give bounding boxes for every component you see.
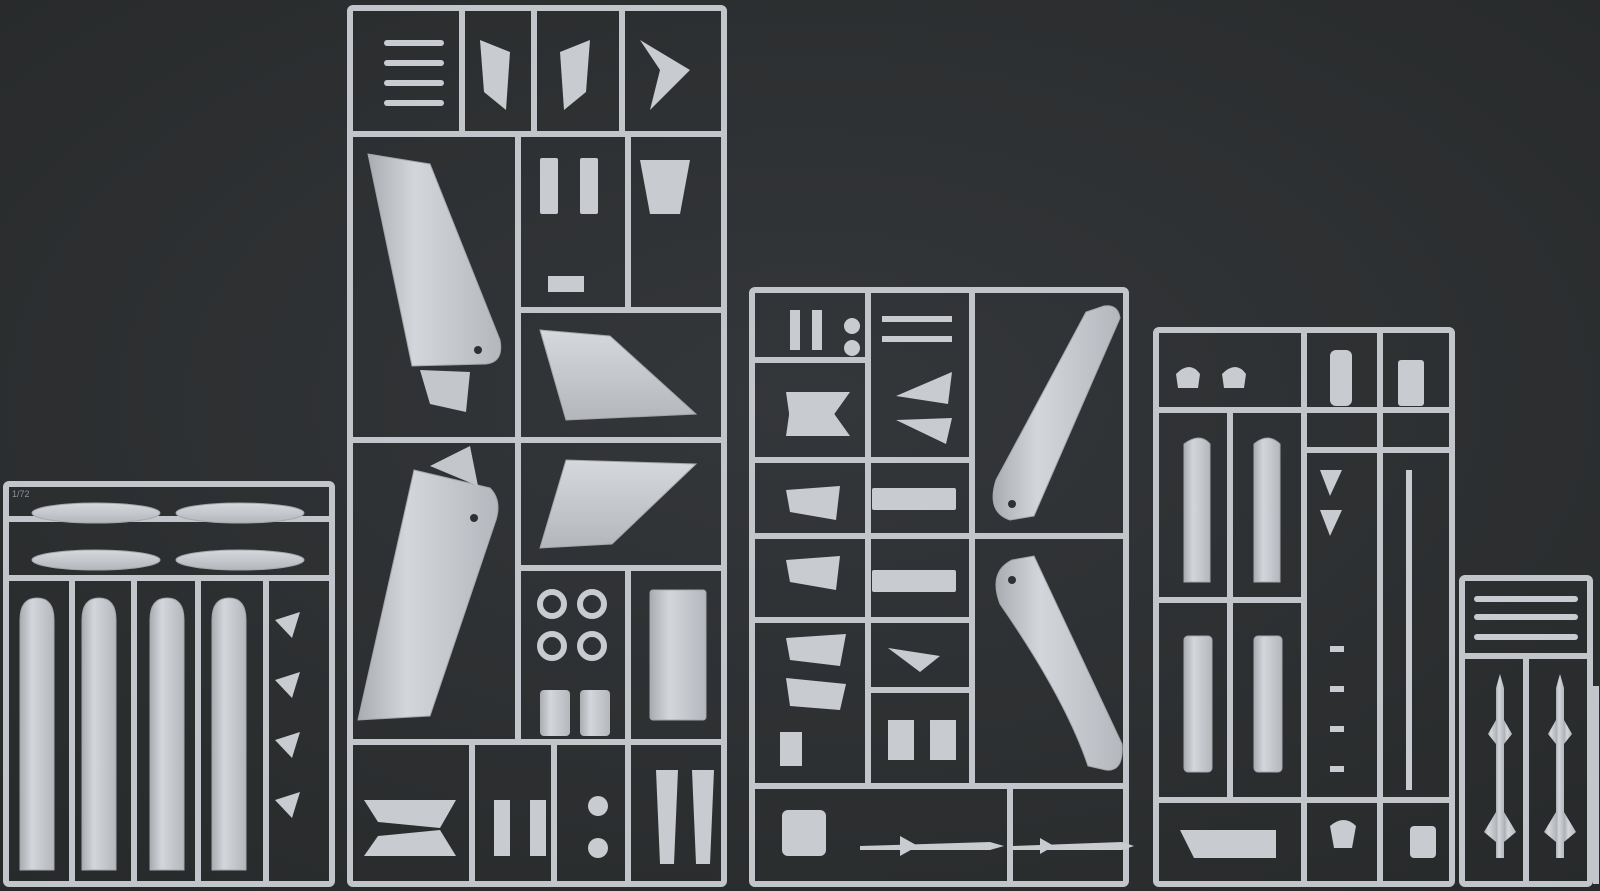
sprue-d <box>1153 327 1455 887</box>
wheels-and-nozzles <box>537 589 607 661</box>
bottom-parts-b <box>364 770 714 864</box>
missiles-c <box>860 836 1134 856</box>
small-parts-d <box>1176 350 1436 858</box>
rails-e <box>1474 596 1578 640</box>
horizontal-stabilizers <box>539 329 698 549</box>
ventral-fin-upper <box>992 305 1121 521</box>
drop-tanks <box>31 502 305 571</box>
small-fins-a <box>275 612 300 818</box>
small-parts-c <box>780 310 956 856</box>
gear-parts-b <box>540 158 690 292</box>
sprue-e <box>1459 575 1593 887</box>
missiles-e <box>1484 674 1576 858</box>
sprue-a-molded-text: 1/72 <box>12 489 30 499</box>
exhaust-parts <box>540 589 707 736</box>
sprue-c <box>749 287 1129 887</box>
vertical-tail-upper <box>367 153 502 412</box>
ventral-fin-lower <box>995 555 1123 771</box>
top-small-parts-b <box>384 40 690 110</box>
pylons-d <box>1183 437 1283 773</box>
bomb-bodies <box>19 597 247 871</box>
vertical-tail-lower <box>357 446 499 721</box>
sprue-b <box>347 5 727 887</box>
